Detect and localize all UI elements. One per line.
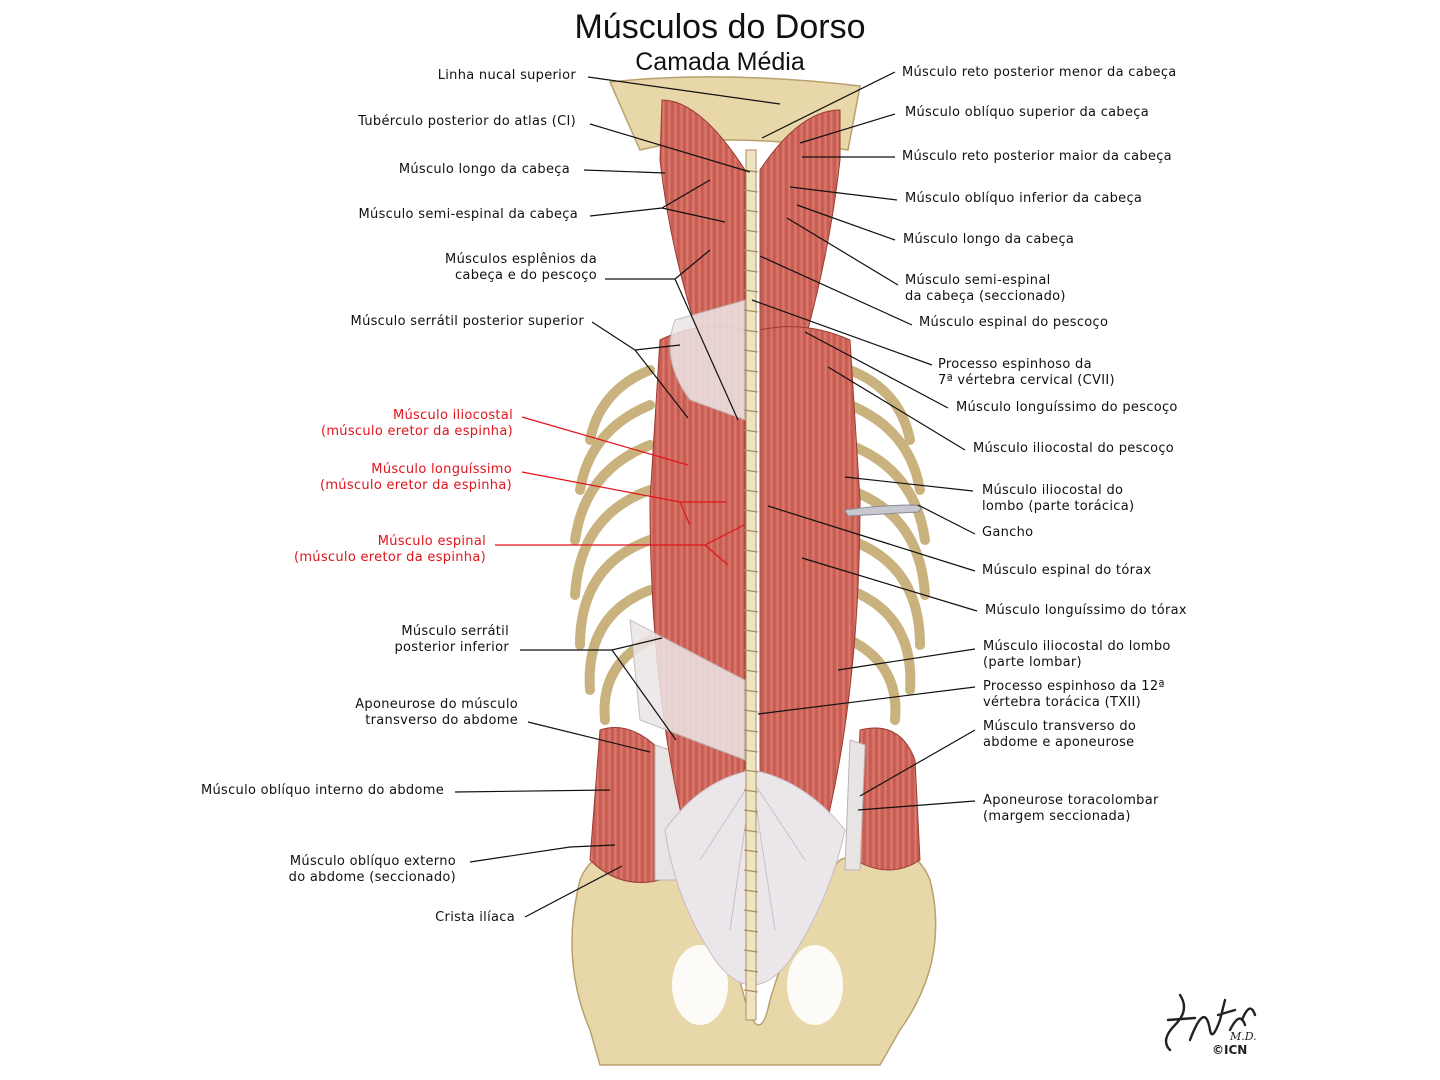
svg-text:M.D.: M.D. bbox=[1229, 1030, 1257, 1043]
page-subtitle: Camada Média bbox=[635, 48, 805, 76]
serratus-inf bbox=[629, 619, 746, 761]
label-longo-cabeca-left: Músculo longo da cabeça bbox=[398, 162, 570, 177]
leader-lines-left bbox=[454, 76, 781, 918]
label-iliocostal: Músculo iliocostal(músculo eretor da esp… bbox=[320, 408, 513, 439]
oblique-right bbox=[854, 727, 921, 871]
label-reto-maior: Músculo reto posterior maior da cabeça bbox=[902, 149, 1172, 164]
page-title: Músculos do Dorso bbox=[574, 8, 866, 46]
hook bbox=[844, 504, 922, 517]
label-longuissimo-pescoco: Músculo longuíssimo do pescoço bbox=[956, 400, 1178, 415]
oblique-left bbox=[589, 727, 661, 883]
label-obliquo-superior: Músculo oblíquo superior da cabeça bbox=[905, 105, 1149, 120]
serratus-sup bbox=[669, 299, 746, 421]
neck-muscles-right bbox=[759, 109, 841, 341]
spinous-processes bbox=[745, 149, 757, 1021]
label-obliquo-inferior: Músculo oblíquo inferior da cabeça bbox=[905, 191, 1143, 206]
leader-lines-red bbox=[495, 416, 745, 566]
label-longuissimo-torax: Músculo longuíssimo do tórax bbox=[985, 603, 1187, 618]
label-semi-espinal-left: Músculo semi-espinal da cabeça bbox=[358, 207, 578, 222]
label-aponeurose-toracolombar: Aponeurose toracolombar(margem seccionad… bbox=[983, 793, 1159, 824]
label-iliocostal-pescoco: Músculo iliocostal do pescoço bbox=[973, 441, 1175, 456]
label-longo-cabeca-right: Músculo longo da cabeça bbox=[903, 232, 1075, 247]
label-longuissimo: Músculo longuíssimo(músculo eretor da es… bbox=[319, 462, 512, 493]
label-reto-menor: Músculo reto posterior menor da cabeça bbox=[902, 65, 1177, 80]
label-linha-nucal: Linha nucal superior bbox=[437, 68, 576, 83]
label-tuberculo-atlas: Tubérculo posterior do atlas (CI) bbox=[358, 114, 576, 129]
netter-signature-logo: M.D. ©ICN bbox=[1164, 993, 1257, 1057]
ribs bbox=[570, 365, 930, 725]
label-iliocostal-lombo-lombar: Músculo iliocostal do lombo(parte lombar… bbox=[983, 639, 1171, 670]
label-serratil-superior: Músculo serrátil posterior superior bbox=[350, 314, 584, 329]
label-espinal-torax: Músculo espinal do tórax bbox=[982, 563, 1152, 578]
label-espinal: Músculo espinal(músculo eretor da espinh… bbox=[293, 534, 486, 565]
label-espinal-pescoco: Músculo espinal do pescoço bbox=[919, 315, 1109, 330]
label-obliquo-interno: Músculo oblíquo interno do abdome bbox=[200, 783, 444, 798]
label-crista-iliaca: Crista ilíaca bbox=[435, 910, 515, 925]
label-gancho: Gancho bbox=[982, 525, 1034, 540]
leader-lines-right bbox=[751, 71, 978, 811]
svg-text:©ICN: ©ICN bbox=[1212, 1043, 1247, 1057]
erector-right bbox=[759, 326, 861, 853]
